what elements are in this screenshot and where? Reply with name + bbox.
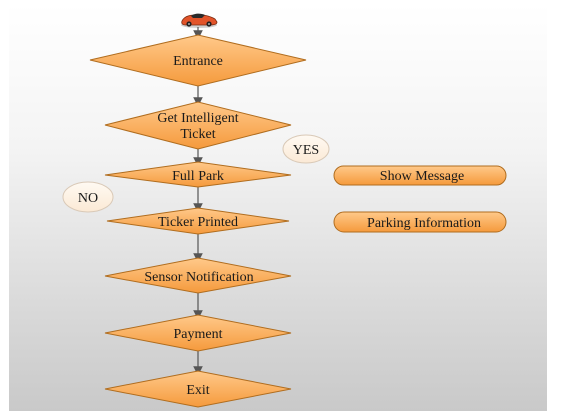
step-payment: Payment: [104, 314, 292, 352]
step-get-intelligent-ticket-label-1: Get Intelligent: [157, 111, 238, 126]
step-entrance-label: Entrance: [173, 54, 223, 69]
step-exit: Exit: [104, 370, 292, 408]
show-message-box: Show Message: [333, 165, 507, 186]
no-label: NO: [62, 181, 114, 213]
step-entrance: Entrance: [89, 34, 307, 87]
step-sensor-notification-label: Sensor Notification: [144, 270, 253, 285]
sports-car-icon: [181, 13, 218, 28]
show-message-label: Show Message: [380, 169, 464, 184]
step-ticker-printed: Ticker Printed: [106, 207, 290, 235]
step-get-intelligent-ticket-label-2: Ticket: [180, 127, 215, 142]
step-sensor-notification: Sensor Notification: [104, 257, 292, 294]
step-full-park-label: Full Park: [172, 169, 224, 184]
step-payment-label: Payment: [174, 327, 223, 342]
step-full-park: Full Park: [104, 161, 292, 188]
yes-label-text: YES: [293, 143, 319, 158]
parking-information-box: Parking Information: [333, 211, 507, 233]
no-label-text: NO: [78, 191, 98, 206]
step-get-intelligent-ticket: Get Intelligent Ticket: [104, 101, 292, 150]
step-ticker-printed-label: Ticker Printed: [158, 215, 238, 230]
yes-label: YES: [282, 134, 330, 164]
step-exit-label: Exit: [186, 383, 209, 398]
parking-information-label: Parking Information: [367, 216, 481, 231]
